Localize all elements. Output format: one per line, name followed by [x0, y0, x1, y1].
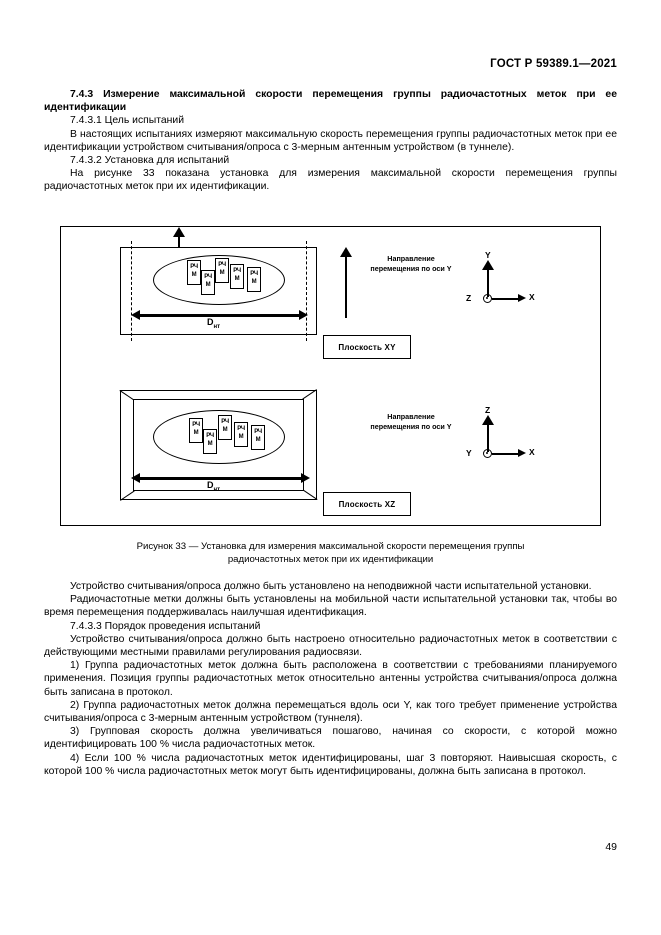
body-text-top: 7.4.3 Измерение максимальной скорости пе… [44, 88, 617, 194]
axis-label-y-xy: Y [485, 250, 491, 260]
tag-rfid-2: РЧ М [201, 270, 215, 295]
direction-caption-line1: Направление [387, 254, 435, 263]
paragraph-reader-setup: Устройство считывания/опроса должно быть… [44, 633, 617, 659]
paragraph-reader-placement: Устройство считывания/опроса должно быть… [70, 581, 592, 592]
gate-boundary-dashed-left [131, 241, 132, 341]
procedure-item-2: 2) Группа радиочастотных меток должна пе… [44, 699, 617, 725]
figure-33: РЧ М РЧ М РЧ М РЧ М РЧ М [60, 226, 601, 526]
tag-label-line2: М [207, 440, 213, 447]
tag-group-ellipse-xz [153, 410, 285, 464]
axis-arrow-head-z-xz [482, 415, 494, 425]
figure-caption-line1: Рисунок 33 — Установка для измерения мак… [136, 541, 525, 552]
tag-label-line2: М [219, 269, 225, 276]
tag-label-line1: РЧ [206, 433, 214, 439]
dimension-arrow-right-xz [301, 473, 310, 483]
dimension-label-text: D [207, 480, 214, 490]
tunnel-inner-rect-xz [133, 399, 304, 491]
page-number: 49 [605, 841, 617, 853]
dimension-line-xy [138, 313, 302, 317]
dimension-label-sub: нт [213, 323, 221, 330]
tag-group-ellipse-xy [153, 255, 285, 305]
axis-shaft-x-xy [492, 297, 520, 300]
direction-arrow-shaft-xy [345, 256, 347, 318]
tag-label-line1: РЧ [218, 262, 226, 268]
direction-caption-line2: перемещения по оси Y [370, 263, 452, 273]
tag-label-line2: М [205, 281, 211, 288]
tag-label-line2: М [222, 426, 228, 433]
tag-label-line2: М [193, 429, 199, 436]
procedure-item-1: 1) Группа радиочастотных меток должна бы… [44, 660, 617, 698]
axis-label-z-xy: Z [466, 293, 472, 303]
tag-rfid-4: РЧ М [230, 264, 244, 289]
dimension-label-text: D [207, 317, 214, 327]
procedure-item-3: 3) Групповая скорость должна увеличивать… [44, 726, 617, 751]
tag-label-line1: РЧ [204, 274, 212, 280]
section-heading-7-4-3: 7.4.3 Измерение максимальной скорости пе… [44, 89, 617, 114]
axis-origin-y-xz [483, 449, 492, 458]
gate-boundary-dashed-right [306, 241, 307, 341]
axis-shaft-y-xy [487, 269, 489, 297]
tag-label-line1: РЧ [254, 429, 262, 435]
tag-label-line2: М [234, 275, 240, 282]
dimension-arrow-right-xy [299, 310, 308, 320]
dimension-arrow-left-xz [131, 473, 140, 483]
subsection-title-7-4-3-3: 7.4.3.3 Порядок проведения испытаний [70, 620, 261, 632]
tag-rfid-6: РЧ М [189, 418, 203, 443]
dimension-line-xz [138, 476, 304, 480]
tag-label-line1: РЧ [233, 268, 241, 274]
axis-label-z-xz: Z [485, 405, 491, 415]
tag-label-line2: М [191, 271, 197, 278]
direction-caption-xz: Направление перемещения по оси Y [341, 412, 481, 431]
axis-shaft-x-xz [492, 452, 520, 455]
axis-label-x-xz: X [529, 447, 535, 457]
axis-arrow-head-x-xz [518, 449, 526, 457]
tag-label-line1: РЧ [250, 271, 258, 277]
figure-33-caption: Рисунок 33 — Установка для измерения мак… [60, 540, 601, 566]
tag-label-line2: М [251, 278, 257, 285]
direction-caption-line1: Направление [387, 412, 435, 421]
tag-label-line1: РЧ [221, 419, 229, 425]
tag-rfid-1: РЧ М [187, 260, 201, 285]
axis-arrow-head-y-xy [482, 260, 494, 270]
axis-shaft-z-xz [487, 424, 489, 452]
tag-rfid-9: РЧ М [234, 422, 248, 447]
direction-arrow-head-xy [340, 247, 352, 257]
axis-label-x-xy: X [529, 292, 535, 302]
motion-arrow-head-top [173, 227, 185, 237]
tag-rfid-10: РЧ М [251, 425, 265, 450]
body-text-bottom: Устройство считывания/опроса должно быть… [44, 580, 617, 778]
figure-caption-line2: радиочастотных меток при их идентификаци… [227, 554, 434, 565]
subsection-title-7-4-3-2: 7.4.3.2 Установка для испытаний [70, 155, 230, 167]
plane-label-box-xz: Плоскость XZ [323, 492, 411, 516]
tag-rfid-5: РЧ М [247, 267, 261, 292]
tag-label-line1: РЧ [237, 426, 245, 432]
procedure-item-4: 4) Если 100 % числа радиочастотных меток… [44, 752, 617, 777]
direction-caption-line2: перемещения по оси Y [370, 421, 452, 431]
axis-arrow-head-x-xy [518, 294, 526, 302]
tag-rfid-8: РЧ М [218, 415, 232, 440]
subsection-text-7-4-3-2: На рисунке 33 показана установка для изм… [44, 168, 617, 193]
dimension-arrow-left-xy [131, 310, 140, 320]
tag-label-line2: М [255, 436, 261, 443]
dimension-label-xz: Dнт [207, 480, 220, 493]
tag-label-line1: РЧ [190, 264, 198, 270]
plane-label-box-xy: Плоскость XY [323, 335, 411, 359]
paragraph-tag-placement: Радиочастотные метки должны быть установ… [44, 594, 617, 619]
page-header-standard: ГОСТ Р 59389.1—2021 [490, 58, 617, 70]
dimension-label-xy: Dнт [207, 317, 220, 330]
dimension-label-sub: нт [213, 486, 221, 493]
subsection-title-7-4-3-1: 7.4.3.1 Цель испытаний [70, 115, 185, 127]
direction-caption-xy: Направление перемещения по оси Y [341, 254, 481, 273]
tag-rfid-3: РЧ М [215, 258, 229, 283]
axis-label-y-xz: Y [466, 448, 472, 458]
tag-rfid-7: РЧ М [203, 429, 217, 454]
tag-label-line1: РЧ [192, 422, 200, 428]
tag-label-line2: М [238, 433, 244, 440]
subsection-text-7-4-3-1: В настоящих испытаниях измеряют максимал… [44, 128, 617, 153]
axis-origin-z-xy [483, 294, 492, 303]
